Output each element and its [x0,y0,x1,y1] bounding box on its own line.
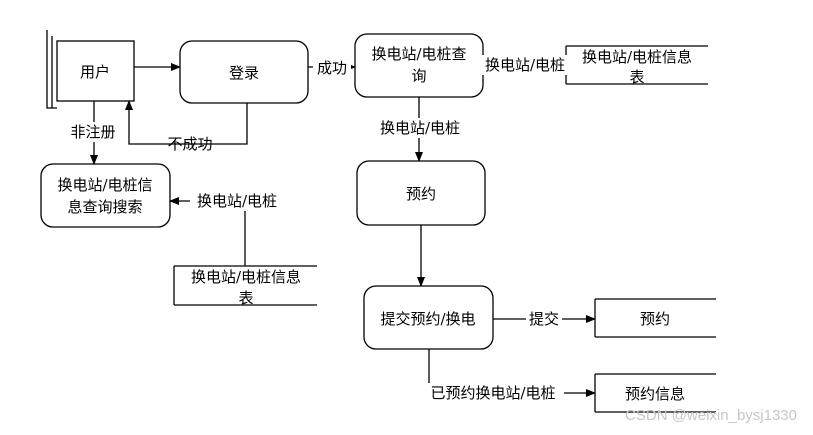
unregistered-label: 非注册 [70,123,115,141]
station-pile-top-label: 换电站/电桩 [485,56,565,74]
search-label-line1: 换电站/电桩信 [57,176,152,194]
submit-flow-label: 提交 [529,310,559,328]
store-reservation-label: 预约 [640,310,670,328]
query-label-line1: 换电站/电桩查 [371,45,466,63]
store-reservation: 预约 [594,298,716,338]
login-label: 登录 [229,64,259,82]
fail-label: 不成功 [167,135,212,153]
store-top-label-line1: 换电站/电桩信息 [582,48,692,66]
search-label-line2: 息查询搜索 [67,198,142,216]
query-process: 换电站/电桩查 询 [354,33,484,98]
store-left-label-line1: 换电站/电桩信息 [191,268,301,286]
watermark: CSDN @weixin_bysj1330 [625,407,797,424]
user-entity: 用户 [46,30,135,109]
store-station-info-top: 换电站/电桩信息 表 [565,45,708,86]
user-label: 用户 [80,63,110,81]
reserve-label: 预约 [406,185,436,203]
reserve-process: 预约 [356,160,486,226]
query-label-line2: 询 [411,67,426,85]
login-process: 登录 [179,40,309,104]
station-pile-left-label: 换电站/电桩 [197,192,277,210]
store-reservation-info-label: 预约信息 [625,385,685,403]
store-reservation-info: 预约信息 [594,373,716,413]
reserved-flow-label: 已预约换电站/电桩 [430,384,555,402]
submit-label: 提交预约/换电 [380,310,475,328]
store-station-info-left: 换电站/电桩信息 表 [173,265,317,307]
station-pile-mid-label: 换电站/电桩 [380,119,460,137]
store-left-label-line2: 表 [238,289,253,307]
success-label: 成功 [317,59,347,77]
submit-process: 提交预约/换电 [363,285,494,350]
store-top-label-line2: 表 [629,68,644,86]
flow-login-fail [125,100,248,145]
search-process: 换电站/电桩信 息查询搜索 [40,163,171,228]
